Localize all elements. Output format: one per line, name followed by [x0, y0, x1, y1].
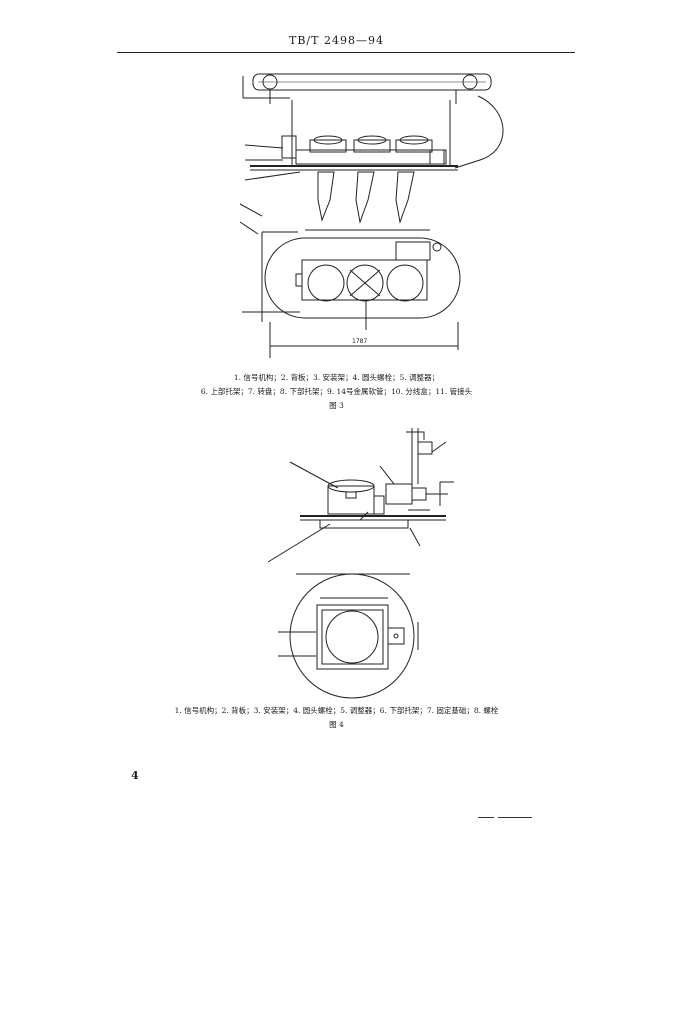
page-number: 4	[131, 769, 139, 782]
fig3-dim-overall-width: 1787	[352, 338, 367, 345]
figure-3-drawing: 1787	[239, 73, 504, 358]
figure-3-caption-line-1: 1. 信号机构；2. 背板；3. 安装架；4. 圆头螺栓；5. 调整器；	[233, 373, 440, 382]
figure-4-drawing	[267, 428, 454, 699]
standard-number-header: TB/T 2498—94	[289, 34, 384, 47]
footer-dash-long	[498, 817, 532, 818]
header-rule	[117, 52, 575, 53]
footer-dash-short	[478, 817, 494, 818]
figure-4-caption: 1. 信号机构；2. 背板；3. 安装架；4. 圆头螺栓；5. 调整器；6. 下…	[174, 706, 499, 715]
figure-3-caption-line-2: 6. 上部托架；7. 转盘；8. 下部托架；9. 14号金属软管；10. 分线盒…	[200, 387, 473, 396]
figure-3-title: 图 3	[329, 401, 344, 410]
figure-4-title: 图 4	[329, 720, 344, 729]
